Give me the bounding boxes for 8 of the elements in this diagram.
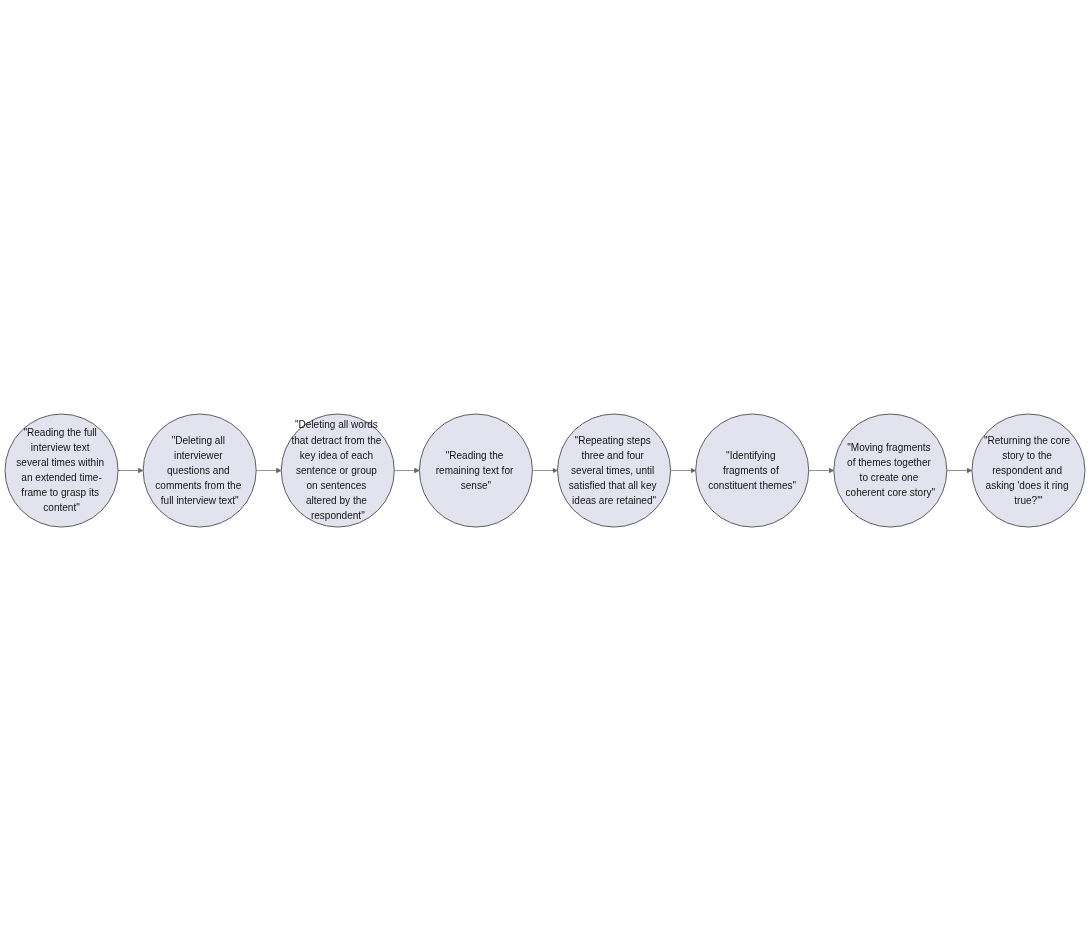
node-circle: "Identifying fragments of constituent themes" (695, 414, 810, 528)
node-circle: "Returning the core story to the respondent and asking 'does it ring true?'" (971, 414, 1086, 528)
node-circle: "Reading the remaining text for sense" (418, 414, 533, 528)
node-circle: "Deleting all interviewer questions and comments from the full interview text" (142, 414, 257, 528)
node-circle: "Repeating steps three and four several times, until satisfied that all key ideas are retained" (557, 414, 672, 528)
node-circle: "Reading the full interview text several times within an extended time-frame to grasp its content" (4, 414, 119, 528)
node-circle: "Deleting all words that detract from the key idea of each sentence or group on sentences altered by the respondent" (280, 414, 395, 528)
node-circle: "Moving fragments of themes together to create one coherent core story" (833, 414, 948, 528)
